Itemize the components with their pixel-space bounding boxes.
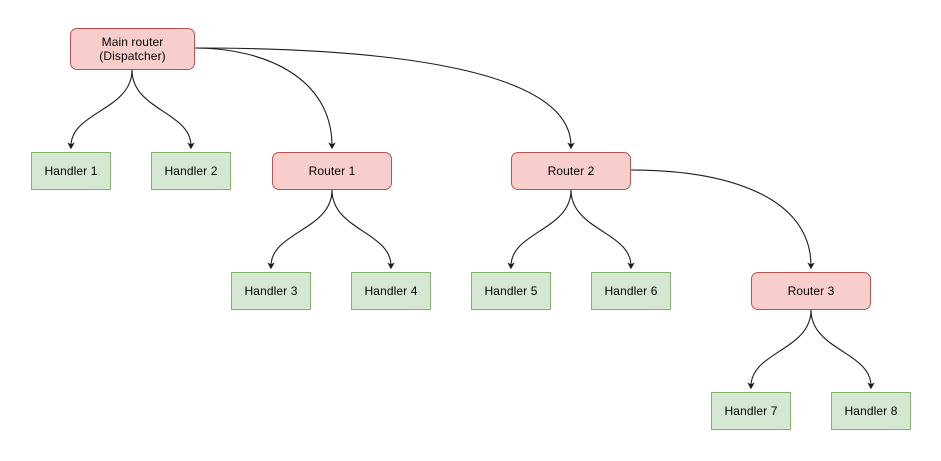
edge-main-to-handler-1	[67, 69, 133, 150]
connector-group	[67, 47, 875, 390]
edge-router-1-to-handler-4	[331, 189, 395, 270]
node-handler-3[interactable]: Handler 3	[231, 272, 311, 310]
edge-router-3-to-handler-7	[747, 309, 812, 390]
node-router-1[interactable]: Router 1	[272, 152, 392, 190]
node-handler-1[interactable]: Handler 1	[31, 152, 111, 190]
edge-router-2-to-handler-6	[570, 189, 635, 270]
edge-router-2-to-handler-5	[507, 189, 572, 270]
node-handler-4[interactable]: Handler 4	[351, 272, 431, 310]
edge-main-to-router-2	[194, 47, 575, 150]
edge-router-3-to-handler-8	[810, 309, 875, 390]
node-handler-2[interactable]: Handler 2	[151, 152, 231, 190]
node-router-2[interactable]: Router 2	[511, 152, 631, 190]
node-handler-5[interactable]: Handler 5	[471, 272, 551, 310]
node-handler-7[interactable]: Handler 7	[711, 392, 791, 430]
edge-main-to-handler-2	[131, 69, 195, 150]
node-handler-8[interactable]: Handler 8	[831, 392, 911, 430]
edge-main-to-router-1	[194, 47, 336, 150]
node-main-router[interactable]: Main router (Dispatcher)	[70, 28, 195, 70]
node-handler-6[interactable]: Handler 6	[591, 272, 671, 310]
node-router-3[interactable]: Router 3	[751, 272, 871, 310]
edge-router-1-to-handler-3	[267, 189, 333, 270]
edge-router-2-to-router-3	[630, 169, 815, 270]
